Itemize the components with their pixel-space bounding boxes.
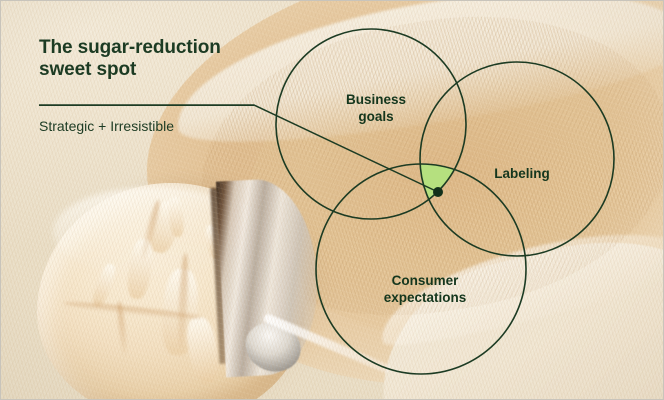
headline-block: The sugar-reduction sweet spot — [39, 37, 221, 81]
circle-labeling — [419, 61, 615, 257]
circle-business-goals — [275, 28, 467, 220]
page-title: The sugar-reduction sweet spot — [39, 37, 221, 80]
venn-label-consumer-expectations: Consumer expectations — [383, 273, 467, 305]
venn-label-business-goals: Business goals — [345, 92, 407, 124]
venn-label-labeling: Labeling — [494, 166, 550, 181]
title-rule — [39, 105, 254, 106]
subtitle: Strategic + Irresistible — [39, 118, 174, 134]
circle-consumer-expectations — [315, 163, 527, 375]
sweet-spot-marker-dot — [433, 187, 443, 197]
sweet-spot-region — [420, 164, 466, 219]
